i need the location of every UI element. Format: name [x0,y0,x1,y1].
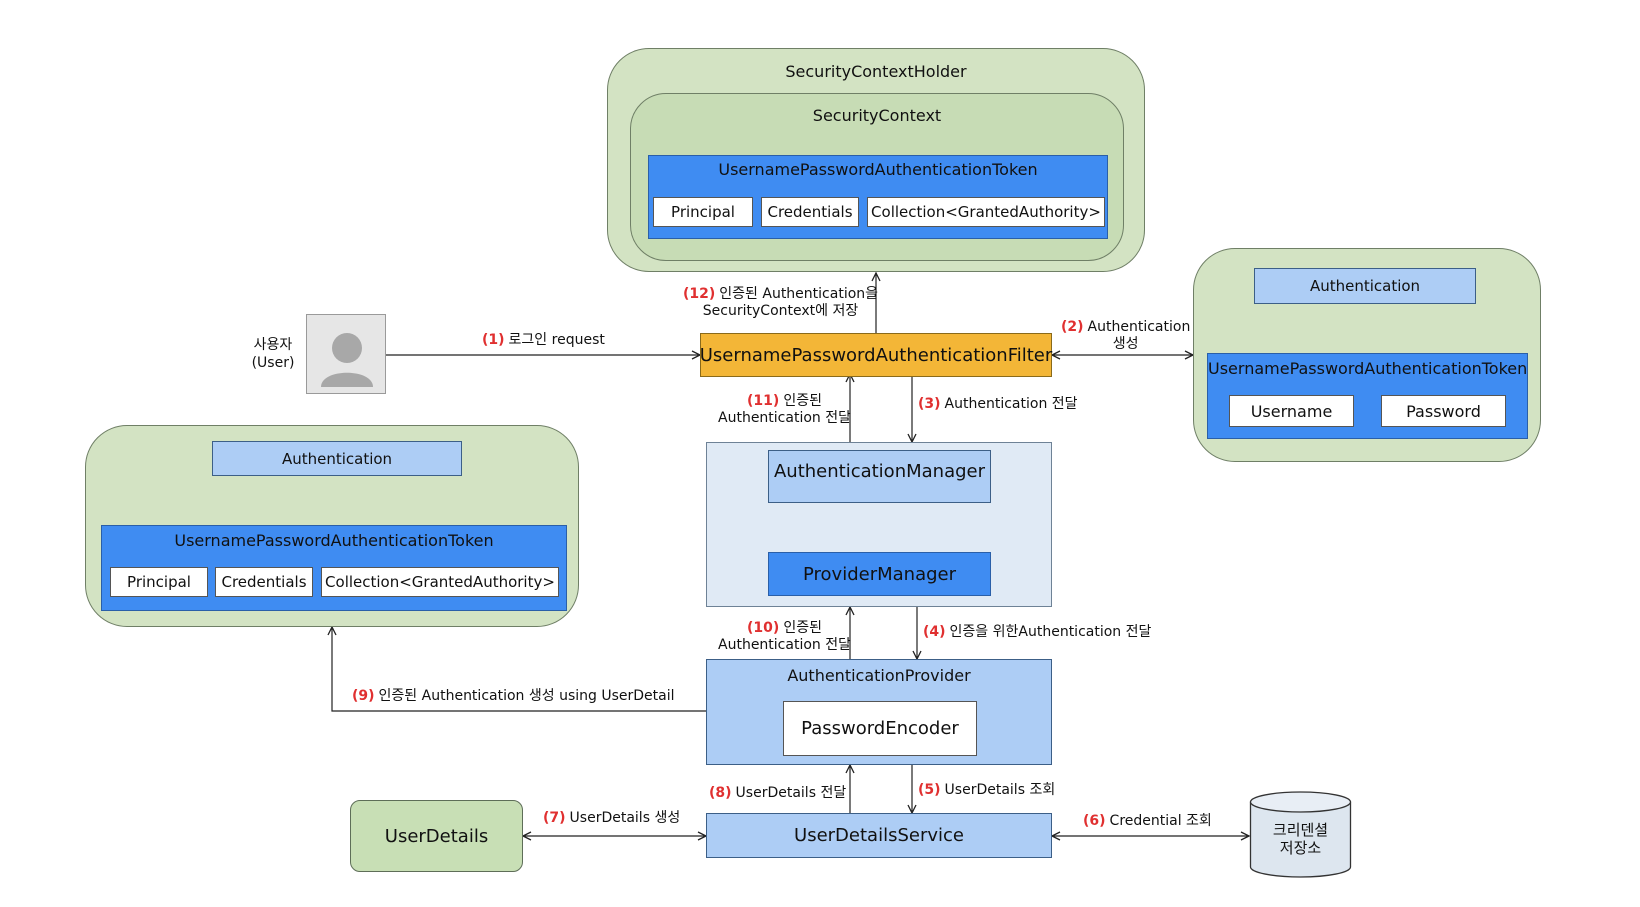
step-4-label: (4)인증을 위한Authentication 전달 [923,624,1152,640]
field-credentials: Credentials [215,567,313,597]
store-label-line1: 크리덴셜 [1272,821,1329,839]
person-icon [321,333,373,387]
user-details: UserDetails [350,800,523,872]
user-avatar [306,314,386,394]
step-11-label: (11)인증된 Authentication 전달 [718,393,851,426]
security-context-holder-title: SecurityContextHolder [785,62,967,81]
field-principal: Principal [653,197,753,227]
step-1-label: (1)로그인 request [482,332,605,348]
authentication-provider-box: AuthenticationProvider PasswordEncoder [706,659,1052,765]
field-credentials: Credentials [761,197,859,227]
user-label-line2: (User) [251,355,295,371]
step-5-label: (5)UserDetails 조회 [918,782,1056,798]
store-label-line2: 저장소 [1279,839,1322,857]
step-12-label: (12)인증된 Authentication을 SecurityContext에… [683,286,879,319]
field-password: Password [1381,395,1506,427]
context-token-title: UsernamePasswordAuthenticationToken [718,160,1038,179]
field-username: Username [1229,395,1354,427]
user-label-line1: 사용자 [253,337,293,353]
arrow-step-9 [332,627,706,712]
security-context: SecurityContext UsernamePasswordAuthenti… [630,93,1124,261]
step-3-label: (3)Authentication 전달 [918,396,1078,412]
user-details-service: UserDetailsService [706,813,1052,858]
left-token: UsernamePasswordAuthenticationToken Prin… [101,525,567,611]
left-authentication-group: Authentication UsernamePasswordAuthentic… [85,425,579,627]
step-2-label: (2)Authentication 생성 [1061,319,1191,352]
field-granted-authority: Collection<GrantedAuthority> [867,197,1105,227]
right-authentication-group: Authentication UsernamePasswordAuthentic… [1193,248,1541,462]
step-9-label: (9)인증된 Authentication 생성 using UserDetai… [352,688,675,704]
database-icon [1249,791,1352,878]
user-label: 사용자 (User) [238,336,308,372]
provider-manager: ProviderManager [768,552,991,596]
step-7-label: (7)UserDetails 생성 [543,810,681,826]
right-authentication-interface: Authentication [1254,268,1476,304]
right-token: UsernamePasswordAuthenticationToken User… [1207,353,1528,439]
field-granted-authority: Collection<GrantedAuthority> [321,567,559,597]
security-context-holder: SecurityContextHolder SecurityContext Us… [607,48,1145,272]
authentication-manager-box: AuthenticationManager ProviderManager [706,442,1052,607]
step-6-label: (6)Credential 조회 [1083,813,1212,829]
authentication-filter: UsernamePasswordAuthenticationFilter [700,333,1052,377]
field-principal: Principal [110,567,208,597]
password-encoder: PasswordEncoder [783,701,977,756]
authentication-provider-title: AuthenticationProvider [787,666,971,685]
left-authentication-interface: Authentication [212,441,462,476]
authentication-manager: AuthenticationManager [768,450,991,503]
step-10-label: (10)인증된 Authentication 전달 [718,620,851,653]
right-token-title: UsernamePasswordAuthenticationToken [1208,359,1528,378]
security-context-title: SecurityContext [812,106,942,125]
context-token: UsernamePasswordAuthenticationToken Prin… [648,155,1108,239]
left-token-title: UsernamePasswordAuthenticationToken [174,531,494,550]
credential-store: 크리덴셜 저장소 [1249,791,1352,879]
step-8-label: (8)UserDetails 전달 [709,785,847,801]
